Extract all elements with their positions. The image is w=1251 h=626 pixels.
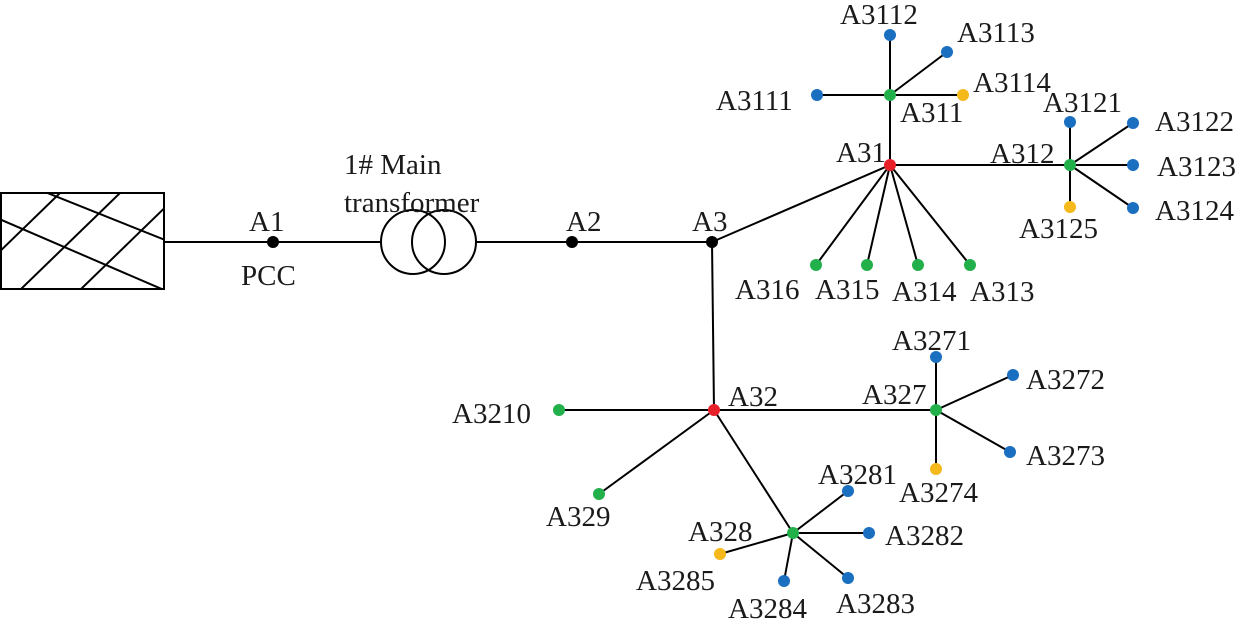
label-A3: A3 <box>692 206 727 238</box>
edge-A312-A3122 <box>1069 122 1134 166</box>
node-A3285 <box>714 548 726 560</box>
node-A3112 <box>884 29 896 41</box>
node-A315 <box>861 259 873 271</box>
node-labels: A1 PCC 1# Main transformer A2 A3 A31 A31… <box>241 0 1236 625</box>
label-A329: A329 <box>546 501 610 533</box>
node-A3124 <box>1127 202 1139 214</box>
network-nodes <box>267 29 1139 587</box>
edge-A327-A3272 <box>935 374 1014 411</box>
node-A3284 <box>778 575 790 587</box>
node-A3122 <box>1127 117 1139 129</box>
label-A3122: A3122 <box>1155 106 1234 138</box>
edge-A327-A3273 <box>935 409 1011 453</box>
node-A311 <box>884 89 896 101</box>
label-A3271: A3271 <box>892 325 971 357</box>
label-A2: A2 <box>566 206 601 238</box>
label-A3274: A3274 <box>899 477 978 509</box>
node-A3282 <box>863 527 875 539</box>
node-A3125 <box>1064 201 1076 213</box>
label-A3272: A3272 <box>1026 364 1105 396</box>
edge-A31-A313 <box>889 164 971 266</box>
label-A3111: A3111 <box>716 85 793 117</box>
node-A1 <box>267 236 279 248</box>
network-edges <box>273 35 1134 582</box>
edge-A3-A31 <box>711 164 891 243</box>
label-A328: A328 <box>688 516 752 548</box>
label-A312: A312 <box>990 138 1054 170</box>
node-A314 <box>912 259 924 271</box>
node-A328 <box>787 527 799 539</box>
edge-A31-A314 <box>889 164 919 266</box>
label-A3114: A3114 <box>973 67 1051 99</box>
edge-A312-A3124 <box>1069 164 1134 209</box>
node-A327 <box>930 404 942 416</box>
edge-A311-A3113 <box>889 51 948 96</box>
edge-A31-A316 <box>815 164 891 266</box>
label-PCC: PCC <box>241 260 296 292</box>
node-A3210 <box>553 404 565 416</box>
node-A3271 <box>930 351 942 363</box>
label-A3121: A3121 <box>1043 87 1122 119</box>
edge-A328-A3281 <box>792 490 849 534</box>
label-A314: A314 <box>892 276 957 308</box>
label-A31: A31 <box>836 137 886 169</box>
node-A3273 <box>1004 446 1016 458</box>
node-A3283 <box>842 572 854 584</box>
edge-A31-A315 <box>866 164 891 266</box>
label-A3125: A3125 <box>1019 213 1098 245</box>
label-A3282: A3282 <box>885 520 964 552</box>
edge-A328-A3285 <box>719 532 794 555</box>
node-A329 <box>593 488 605 500</box>
node-A2 <box>566 236 578 248</box>
label-A315: A315 <box>815 274 879 306</box>
label-A327: A327 <box>862 379 926 411</box>
grid-source-icon <box>0 192 165 290</box>
node-A313 <box>964 259 976 271</box>
label-A313: A313 <box>970 276 1034 308</box>
label-A32: A32 <box>728 381 778 413</box>
label-A3113: A3113 <box>957 17 1035 49</box>
label-A1: A1 <box>249 206 284 238</box>
label-A316: A316 <box>735 274 799 306</box>
label-transformer-line1: 1# Main <box>344 149 442 181</box>
node-A3274 <box>930 463 942 475</box>
node-A3281 <box>842 485 854 497</box>
label-A3284: A3284 <box>728 593 807 625</box>
node-A3121 <box>1064 116 1076 128</box>
node-A3123 <box>1127 159 1139 171</box>
label-A3124: A3124 <box>1155 195 1234 227</box>
edge-A328-A3283 <box>792 532 849 579</box>
node-A3113 <box>941 46 953 58</box>
label-A3273: A3273 <box>1026 440 1105 472</box>
node-A3114 <box>957 89 969 101</box>
label-A3112: A3112 <box>840 0 918 31</box>
node-A3111 <box>811 89 823 101</box>
node-A3272 <box>1007 369 1019 381</box>
transformer-icon <box>380 209 477 275</box>
edge-A32-A328 <box>713 409 794 534</box>
node-A316 <box>810 259 822 271</box>
label-A3285: A3285 <box>636 565 715 597</box>
label-A3283: A3283 <box>836 588 915 620</box>
edge-A328-A3284 <box>783 532 794 582</box>
node-A32 <box>708 404 720 416</box>
node-A3 <box>706 236 718 248</box>
edge-A32-A329 <box>598 409 715 495</box>
label-A3281: A3281 <box>818 459 897 491</box>
label-A3210: A3210 <box>452 398 531 430</box>
node-A31 <box>884 159 896 171</box>
label-A3123: A3123 <box>1157 151 1236 183</box>
label-A311: A311 <box>900 97 963 129</box>
node-A312 <box>1064 159 1076 171</box>
edge-A3-A32 <box>711 241 715 411</box>
label-transformer-line2: transformer <box>344 187 480 219</box>
